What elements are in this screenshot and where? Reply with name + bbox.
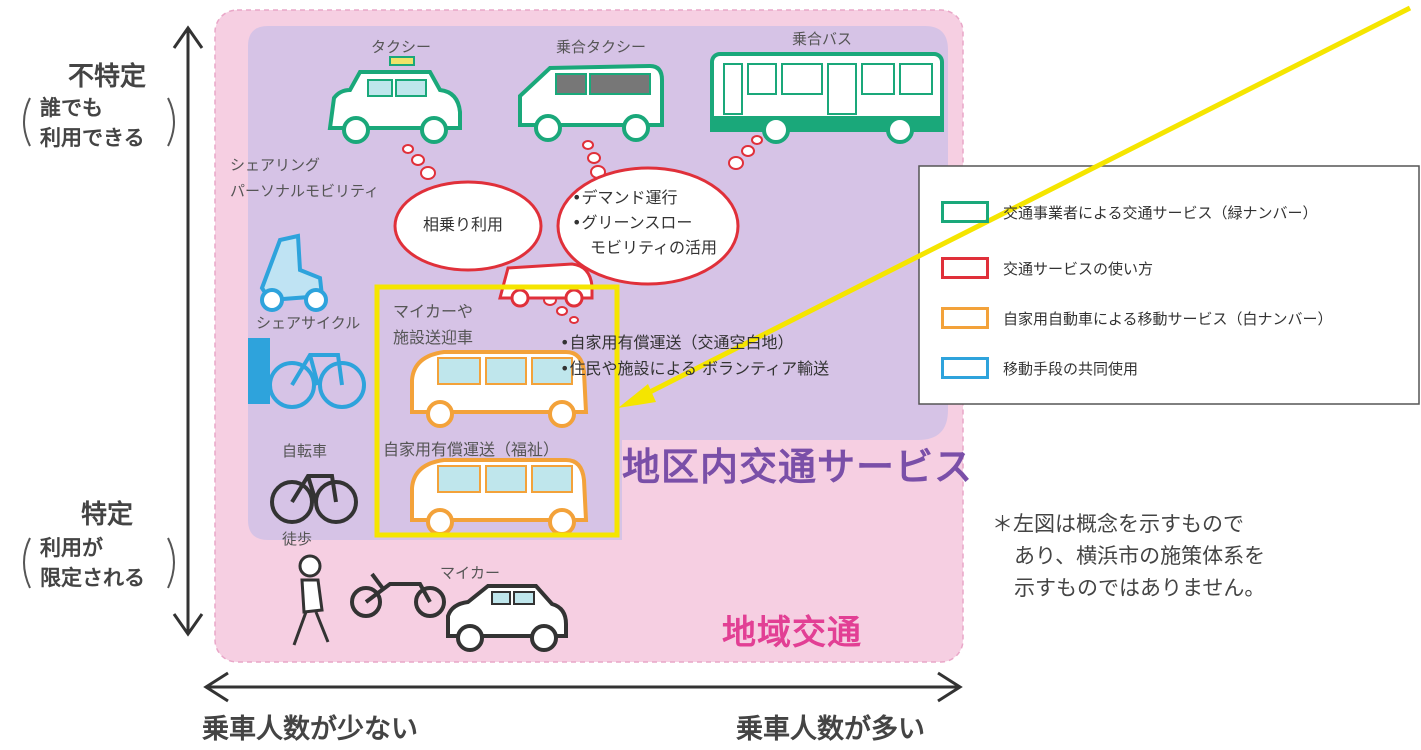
legend-swatch-red [941,257,989,279]
walking-person-icon [292,554,330,646]
disclaimer-note: ＊左図は概念を示すもので あり、横浜市の施策体系を 示すものではありません。 [992,508,1292,604]
legend-item: 移動手段の共同使用 [941,352,1138,384]
district-service-title: 地区内交通サービス [622,445,974,489]
highlight-box [374,284,620,538]
shared-taxi-label: 乗合タクシー [556,38,647,56]
note-line-3: 示すものではありません。 [1014,576,1266,600]
scooter-icon [350,572,446,618]
legend-label: 自家用自動車による移動サービス（白ナンバー） [1003,309,1333,328]
demand-text-1: •デマンド運行 [572,188,678,207]
demand-text-2: •グリーンスロー [572,213,693,232]
x-left-label: 乗車人数が少ない [202,714,418,745]
y-top-sub-2: 利用できる [40,126,145,150]
y-top-sub-1: 誰でも [40,96,103,120]
y-top-bracket [23,97,175,147]
shared-bus-icon [710,52,944,144]
my-car-label: マイカー [440,564,501,582]
taxi-icon [327,56,462,144]
shared-bus-label: 乗合バス [792,30,853,48]
bicycle-label: 自転車 [282,442,328,460]
legend-label: 移動手段の共同使用 [1003,359,1139,378]
legend-item: 自家用自動車による移動サービス（白ナンバー） [941,302,1333,334]
highlight-arrow [618,5,1412,408]
legend-box [918,165,1420,405]
legend-item: 交通事業者による交通サービス（緑ナンバー） [941,196,1318,228]
legend-label: 交通サービスの使い方 [1003,259,1154,278]
welfare-transport-label: 自家用有償運送（福祉） [383,440,560,459]
sharing-mobility-label-1: シェアリング [230,156,321,174]
y-bottom-sub-1: 利用が [40,536,103,560]
private-paid-text-1: •自家用有償運送（交通空白地） [560,333,794,352]
shared-use-text: 相乗り利用 [423,215,504,234]
legend-label: 交通事業者による交通サービス（緑ナンバー） [1003,203,1318,222]
legend-swatch-green [941,201,989,223]
share-cycle-icon [248,338,366,409]
x-axis-arrow [203,671,963,703]
walking-label: 徒歩 [282,530,313,548]
y-bottom-label: 特定 [80,500,133,530]
thought-dots [402,135,763,324]
demand-bubble [556,166,740,286]
legend: 交通事業者による交通サービス（緑ナンバー） 交通サービスの使い方 自家用自動車に… [919,166,1419,404]
y-axis-arrow [172,25,204,637]
legend-swatch-blue [941,357,989,379]
y-bottom-sub-2: 限定される [40,566,145,590]
shared-taxi-icon [518,63,664,142]
my-car-facility-label-2: 施設送迎車 [393,328,474,347]
legend-item: 交通サービスの使い方 [941,252,1153,284]
y-top-label: 不特定 [67,62,146,92]
y-bottom-bracket [23,537,175,589]
facility-car-icon [410,350,589,428]
legend-swatch-orange [941,307,989,329]
regional-transport-title: 地域交通 [722,613,862,653]
bicycle-icon [270,474,358,524]
taxi-label: タクシー [371,38,432,56]
demand-text-3: モビリティの活用 [590,238,718,257]
note-line-1: ＊左図は概念を示すもので [992,512,1244,536]
private-paid-text-2: •住民や施設による ボランティア輸送 [560,359,830,378]
my-car-icon [446,584,568,652]
share-cycle-label: シェアサイクル [256,314,361,332]
shared-use-bubble [393,180,543,272]
personal-mobility-icon [259,233,328,312]
x-right-label: 乗車人数が多い [736,714,925,745]
note-line-2: あり、横浜市の施策体系を [1014,544,1266,568]
my-car-facility-label-1: マイカーや [393,302,474,321]
sharing-mobility-label-2: パーソナルモビリティ [230,182,380,200]
